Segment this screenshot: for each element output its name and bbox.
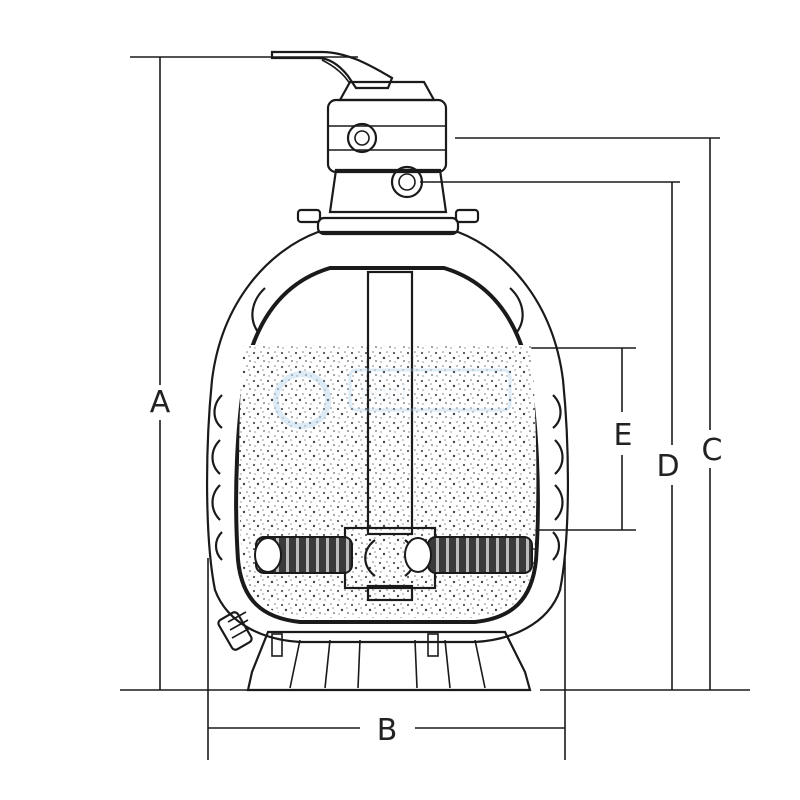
drain-plug	[217, 611, 253, 651]
right-handle	[509, 287, 524, 333]
tank-clamp	[316, 216, 460, 236]
tank-outer-shell	[205, 230, 570, 644]
standpipe	[366, 270, 414, 536]
valve-neck	[328, 168, 448, 214]
dim-label-d: D	[656, 449, 679, 484]
valve-port-left	[346, 122, 378, 154]
filter-base	[246, 630, 532, 692]
clamp-bolt-left	[296, 208, 322, 224]
laterals	[254, 536, 533, 574]
multiport-valve	[326, 80, 448, 199]
left-handle	[251, 287, 266, 333]
valve-handle	[270, 50, 394, 90]
dim-label-c: C	[702, 433, 723, 468]
watermark-brand: pool	[360, 381, 407, 406]
tank-ribs-right	[552, 394, 564, 561]
clamp-bolt-right	[454, 208, 480, 224]
tank-ribs-left	[211, 394, 223, 561]
valve-top-cap	[338, 80, 436, 102]
watermark-logo: pool	[273, 368, 512, 429]
dim-label-e: E	[614, 418, 633, 453]
valve-port-front	[390, 165, 424, 199]
dim-label-a: A	[150, 385, 171, 420]
dim-label-b: B	[377, 713, 398, 748]
